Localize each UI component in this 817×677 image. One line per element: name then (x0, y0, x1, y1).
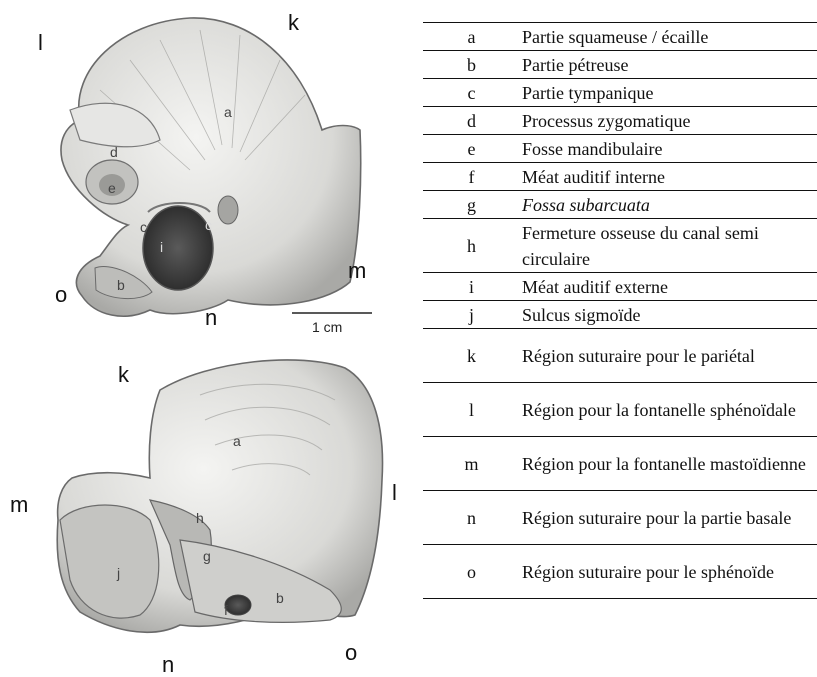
top-label-n: n (205, 305, 217, 330)
top-label-d: d (110, 144, 118, 160)
bottom-label-b: b (276, 590, 284, 606)
top-label-i: i (160, 239, 163, 255)
bottom-label-l: l (392, 480, 397, 505)
legend-label: Processus zygomatique (520, 107, 817, 135)
legend-key: i (423, 273, 520, 301)
legend-key: c (423, 79, 520, 107)
legend-key: f (423, 163, 520, 191)
temporal-bone-figure: a d e c c i b l k m n o 1 cm a h g j b f (0, 0, 420, 677)
legend-label: Sulcus sigmoïde (520, 301, 817, 329)
legend-label: Méat auditif externe (520, 273, 817, 301)
legend-key: d (423, 107, 520, 135)
scale-bar: 1 cm (292, 313, 372, 335)
bottom-label-h: h (196, 510, 204, 526)
legend-label: Région suturaire pour le sphénoïde (520, 545, 817, 599)
legend-label: Fermeture osseuse du canal semi circulai… (520, 219, 817, 273)
legend-key: h (423, 219, 520, 273)
legend-key: m (423, 437, 520, 491)
bottom-label-g: g (203, 548, 211, 564)
bottom-label-o: o (345, 640, 357, 665)
bottom-label-n: n (162, 652, 174, 677)
bottom-label-a: a (233, 433, 241, 449)
top-label-l: l (38, 30, 43, 55)
legend-key: n (423, 491, 520, 545)
legend-label: Fossa subarcuata (520, 191, 817, 219)
bottom-label-j: j (116, 565, 120, 581)
legend-key: k (423, 329, 520, 383)
legend-key: g (423, 191, 520, 219)
legend-key: j (423, 301, 520, 329)
legend-key: b (423, 51, 520, 79)
bottom-label-f: f (224, 602, 228, 618)
top-label-a: a (224, 104, 232, 120)
top-label-m: m (348, 258, 366, 283)
legend-key: e (423, 135, 520, 163)
legend-label: Région suturaire pour le pariétal (520, 329, 817, 383)
scale-label: 1 cm (312, 319, 342, 335)
top-label-e: e (108, 180, 116, 196)
legend-label: Région pour la fontanelle sphénoïdale (520, 383, 817, 437)
legend-label: Partie pétreuse (520, 51, 817, 79)
bottom-bone-drawing (57, 360, 382, 632)
top-label-k: k (288, 10, 300, 35)
legend-label: Méat auditif interne (520, 163, 817, 191)
legend-label: Fosse mandibulaire (520, 135, 817, 163)
bottom-label-k: k (118, 362, 130, 387)
legend-label: Partie tympanique (520, 79, 817, 107)
bottom-label-m: m (10, 492, 28, 517)
top-label-o: o (55, 282, 67, 307)
legend-key: o (423, 545, 520, 599)
legend-label: Partie squameuse / écaille (520, 23, 817, 51)
legend-key: a (423, 23, 520, 51)
legend-key: l (423, 383, 520, 437)
top-bone-drawing (61, 18, 361, 316)
legend-label: Région suturaire pour la partie basale (520, 491, 817, 545)
top-label-c1: c (140, 219, 147, 235)
legend-label: Région pour la fontanelle mastoïdienne (520, 437, 817, 491)
top-label-b: b (117, 277, 125, 293)
top-label-c2: c (205, 217, 212, 233)
